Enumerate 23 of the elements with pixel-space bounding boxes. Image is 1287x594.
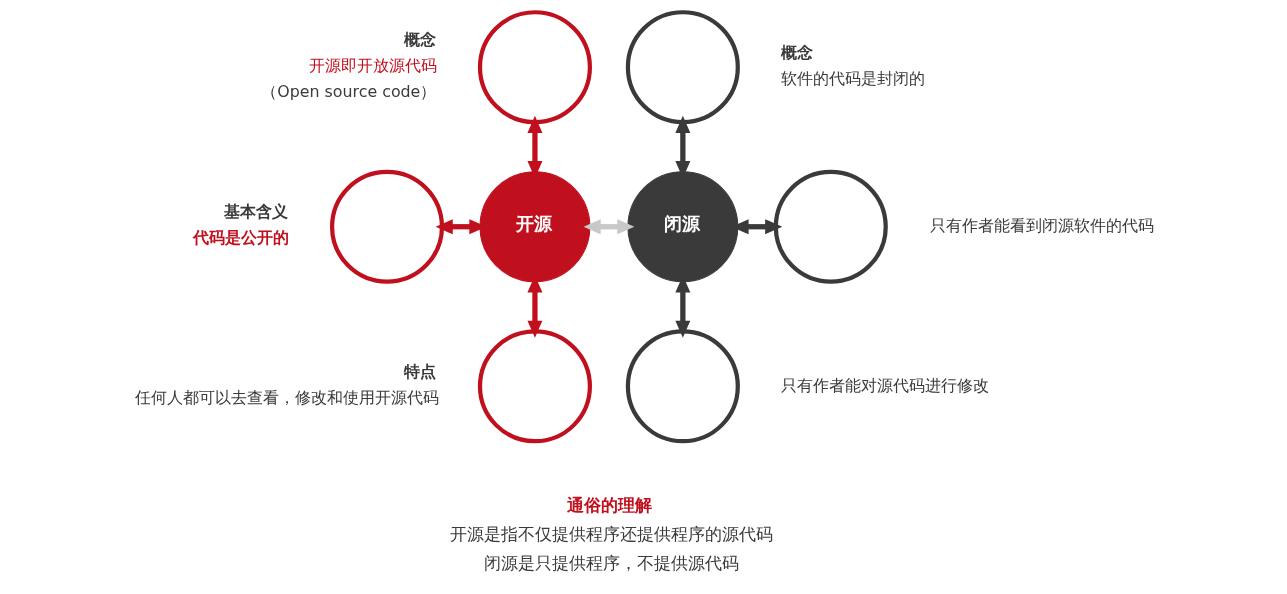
node-circle	[477, 10, 592, 125]
label: 开源是指不仅提供程序还提供程序的源代码	[450, 524, 774, 545]
node-circle: 开源	[479, 171, 591, 283]
node-label: 概念	[403, 30, 436, 50]
node-label: 基本含义	[224, 202, 289, 222]
node-label: 开源即开放源代码	[308, 56, 437, 76]
label: 通俗的理解	[567, 494, 653, 515]
node-circle	[625, 329, 740, 444]
node-circle	[477, 329, 592, 444]
node-circle	[773, 169, 888, 284]
arrow	[583, 219, 635, 235]
node-circle	[329, 169, 445, 284]
label: 闭源是只提供程序，不提供源代码	[483, 552, 739, 573]
node-label: 软件的代码是封闭的	[781, 69, 926, 89]
node-label: 概念	[781, 42, 814, 62]
node-label: 任何人都可以去查看，修改和使用开源代码	[134, 388, 439, 408]
node-circle	[625, 10, 740, 125]
node-circle: 闭源	[627, 171, 739, 283]
node-label: 只有作者能对源代码进行修改	[781, 375, 990, 395]
node-label: （Open source code）	[261, 81, 437, 101]
node-label: 特点	[403, 361, 436, 381]
node-label: 代码是公开的	[192, 227, 289, 247]
node-label: 只有作者能看到闭源软件的代码	[930, 215, 1155, 235]
